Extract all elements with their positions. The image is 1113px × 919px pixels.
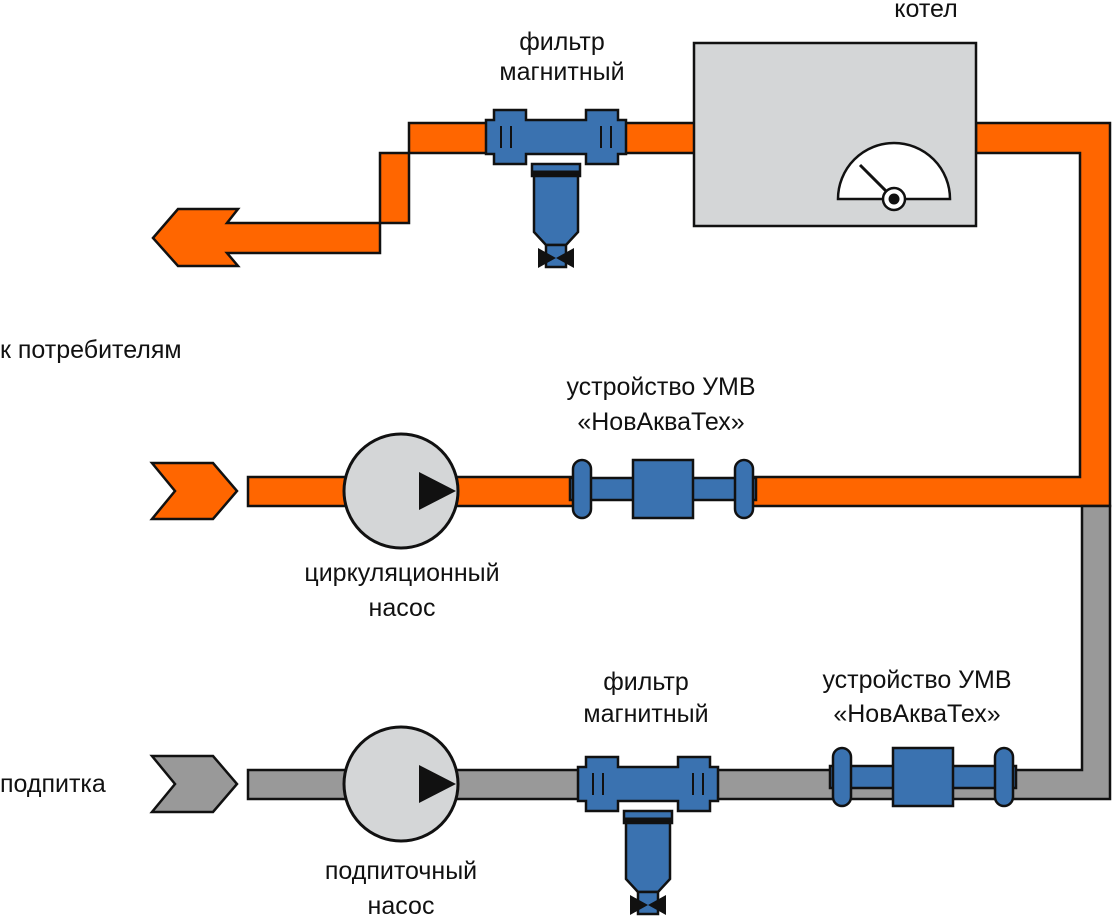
umv-bottom-label-line2: «НовАкваТех» [833, 700, 1000, 728]
filter-top-label-line1: фильтр [519, 28, 605, 56]
labels: котел фильтр магнитный к потребителям ус… [0, 0, 1012, 919]
makeup-inlet-arrow-icon [149, 754, 239, 814]
makeup-label: подпитка [0, 770, 106, 798]
umv-bottom-label-line1: устройство УМВ [822, 666, 1011, 694]
boiler-icon [692, 41, 978, 228]
circulation-pump-label-line2: насос [369, 594, 436, 622]
pressure-gauge-icon [836, 141, 952, 212]
magnetic-filter-icon [578, 757, 718, 915]
filter-bottom-label-line1: фильтр [603, 668, 689, 696]
magnetic-filter-icon [486, 110, 626, 268]
circulation-pump-label-line1: циркуляционный [304, 559, 499, 587]
filter-bottom-label-line2: магнитный [583, 700, 708, 728]
umv-mid-label-line2: «НовАкваТех» [577, 408, 744, 436]
umv-mid-label-line1: устройство УМВ [566, 373, 755, 401]
consumers-label: к потребителям [0, 336, 182, 364]
filter-top-label-line2: магнитный [499, 58, 624, 86]
makeup-pump-label-line1: подпиточный [325, 857, 477, 885]
boiler-label: котел [894, 0, 957, 23]
makeup-pump-icon [342, 725, 460, 843]
umv-device-icon [568, 458, 758, 520]
circulation-pump-icon [342, 432, 460, 550]
makeup-pump-label-line2: насос [368, 892, 435, 919]
makeup-riser-pipe [1008, 504, 1112, 801]
return-inlet-arrow-icon [149, 461, 239, 521]
